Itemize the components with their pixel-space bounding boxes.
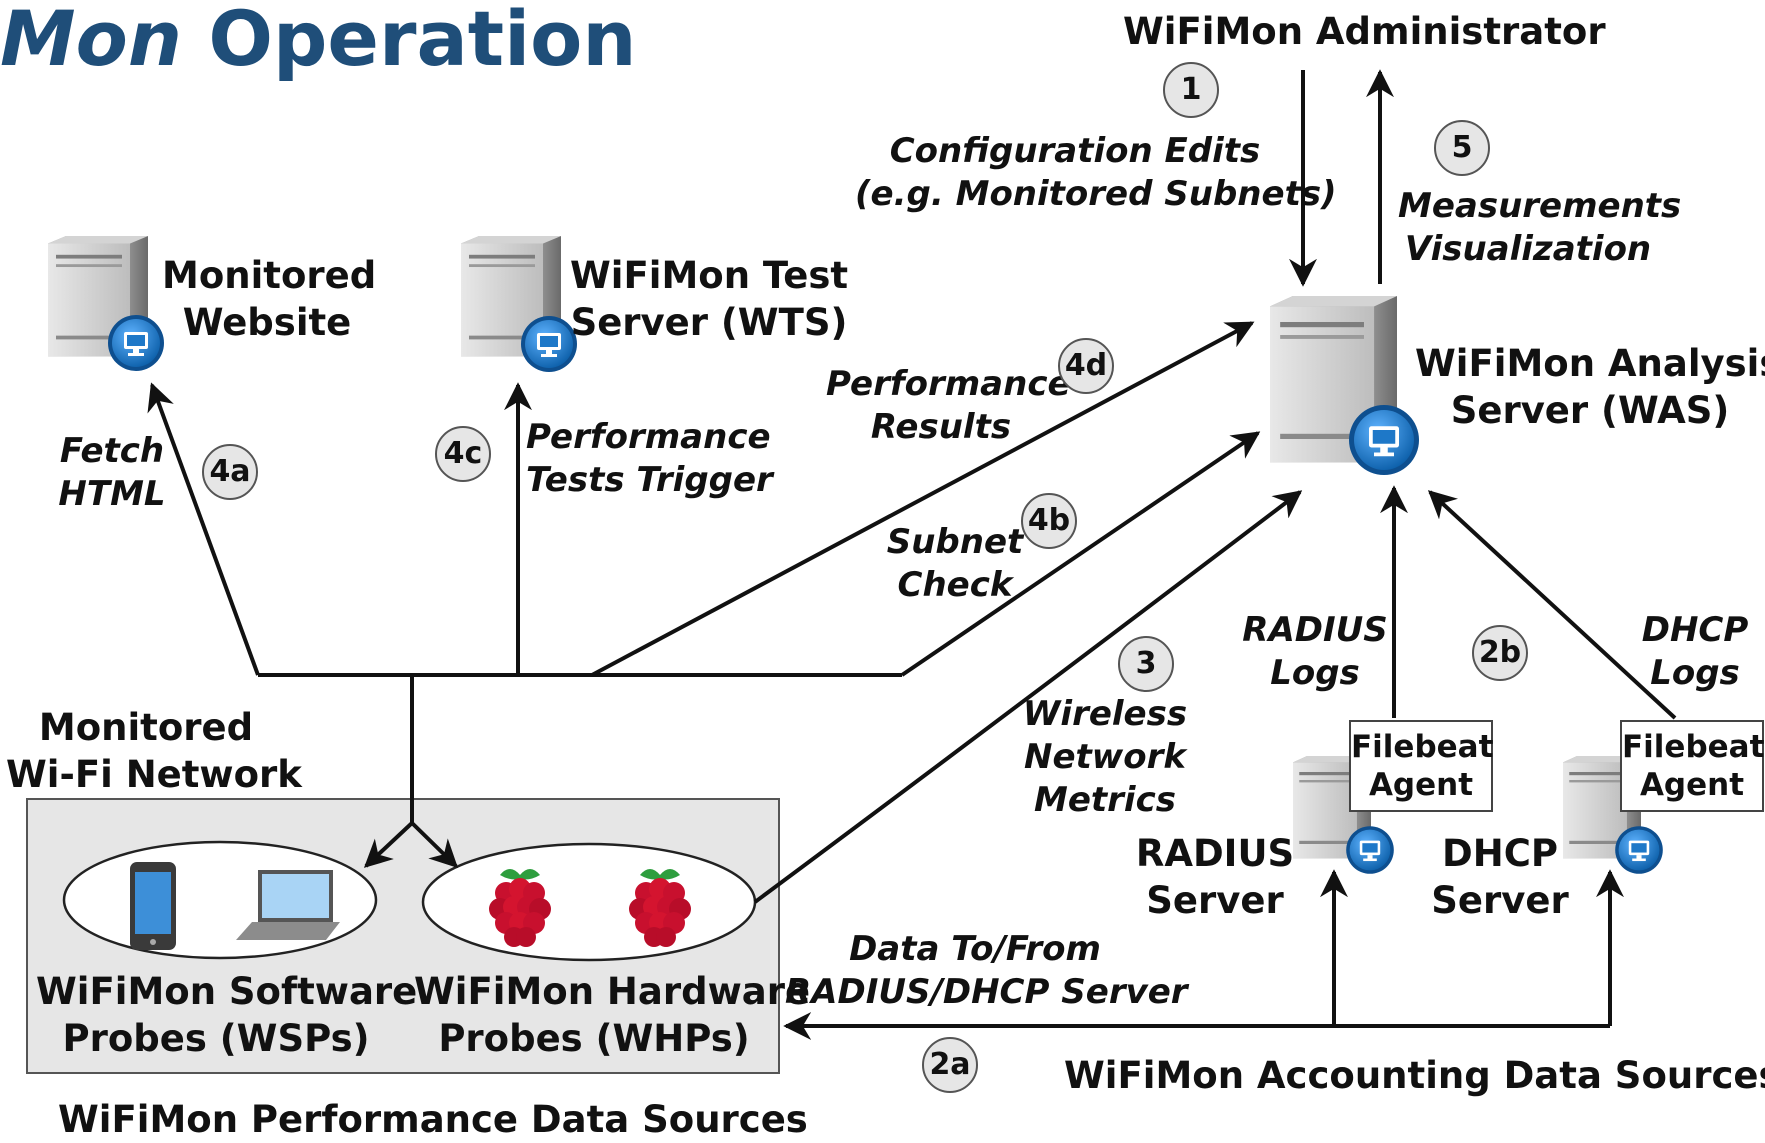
tablet-icon — [130, 862, 176, 950]
step-badge-4b: 4b — [1021, 493, 1077, 549]
arrow-dhcp-logs — [1427, 490, 1677, 720]
hardware-probes-ellipse — [421, 842, 757, 962]
step-badge-2a: 2a — [922, 1037, 978, 1093]
page-title: Mon Operation — [0, 0, 637, 83]
arrow-fetch-html — [147, 382, 260, 676]
administrator-label: WiFiMon Administrator — [1123, 10, 1606, 53]
monitor-badge-icon — [1346, 826, 1394, 874]
was-server — [1270, 296, 1419, 475]
step-badge-4c: 4c — [435, 426, 491, 482]
step-badge-3: 3 — [1118, 636, 1174, 692]
step-badge-4d: 4d — [1058, 338, 1114, 394]
arrow-to-software-probes — [363, 821, 414, 868]
monitor-badge-icon — [1349, 405, 1419, 475]
wts-server — [461, 236, 577, 372]
laptop-icon — [236, 870, 340, 940]
monitor-badge-icon — [521, 316, 577, 372]
arrow-wireless-metrics — [753, 490, 1303, 904]
step-badge-1: 1 — [1163, 62, 1219, 118]
performance-sources-label: WiFiMon Performance Data Sources — [58, 1098, 808, 1141]
monitor-badge-icon — [1615, 826, 1663, 874]
step-badge-4a: 4a — [202, 444, 258, 500]
arrow-performance-results — [591, 321, 1255, 677]
config-edits-label: Configuration Edits(e.g. Monitored Subne… — [855, 131, 1337, 214]
monitored-website-server — [48, 236, 164, 371]
arrow-subnet-check — [900, 431, 1261, 677]
step-badge-5: 5 — [1434, 120, 1490, 176]
monitor-badge-icon — [108, 315, 164, 371]
accounting-sources-label: WiFiMon Accounting Data Sources — [1064, 1054, 1765, 1097]
arrow-to-hardware-probes — [410, 821, 459, 868]
step-badge-2b: 2b — [1472, 625, 1528, 681]
